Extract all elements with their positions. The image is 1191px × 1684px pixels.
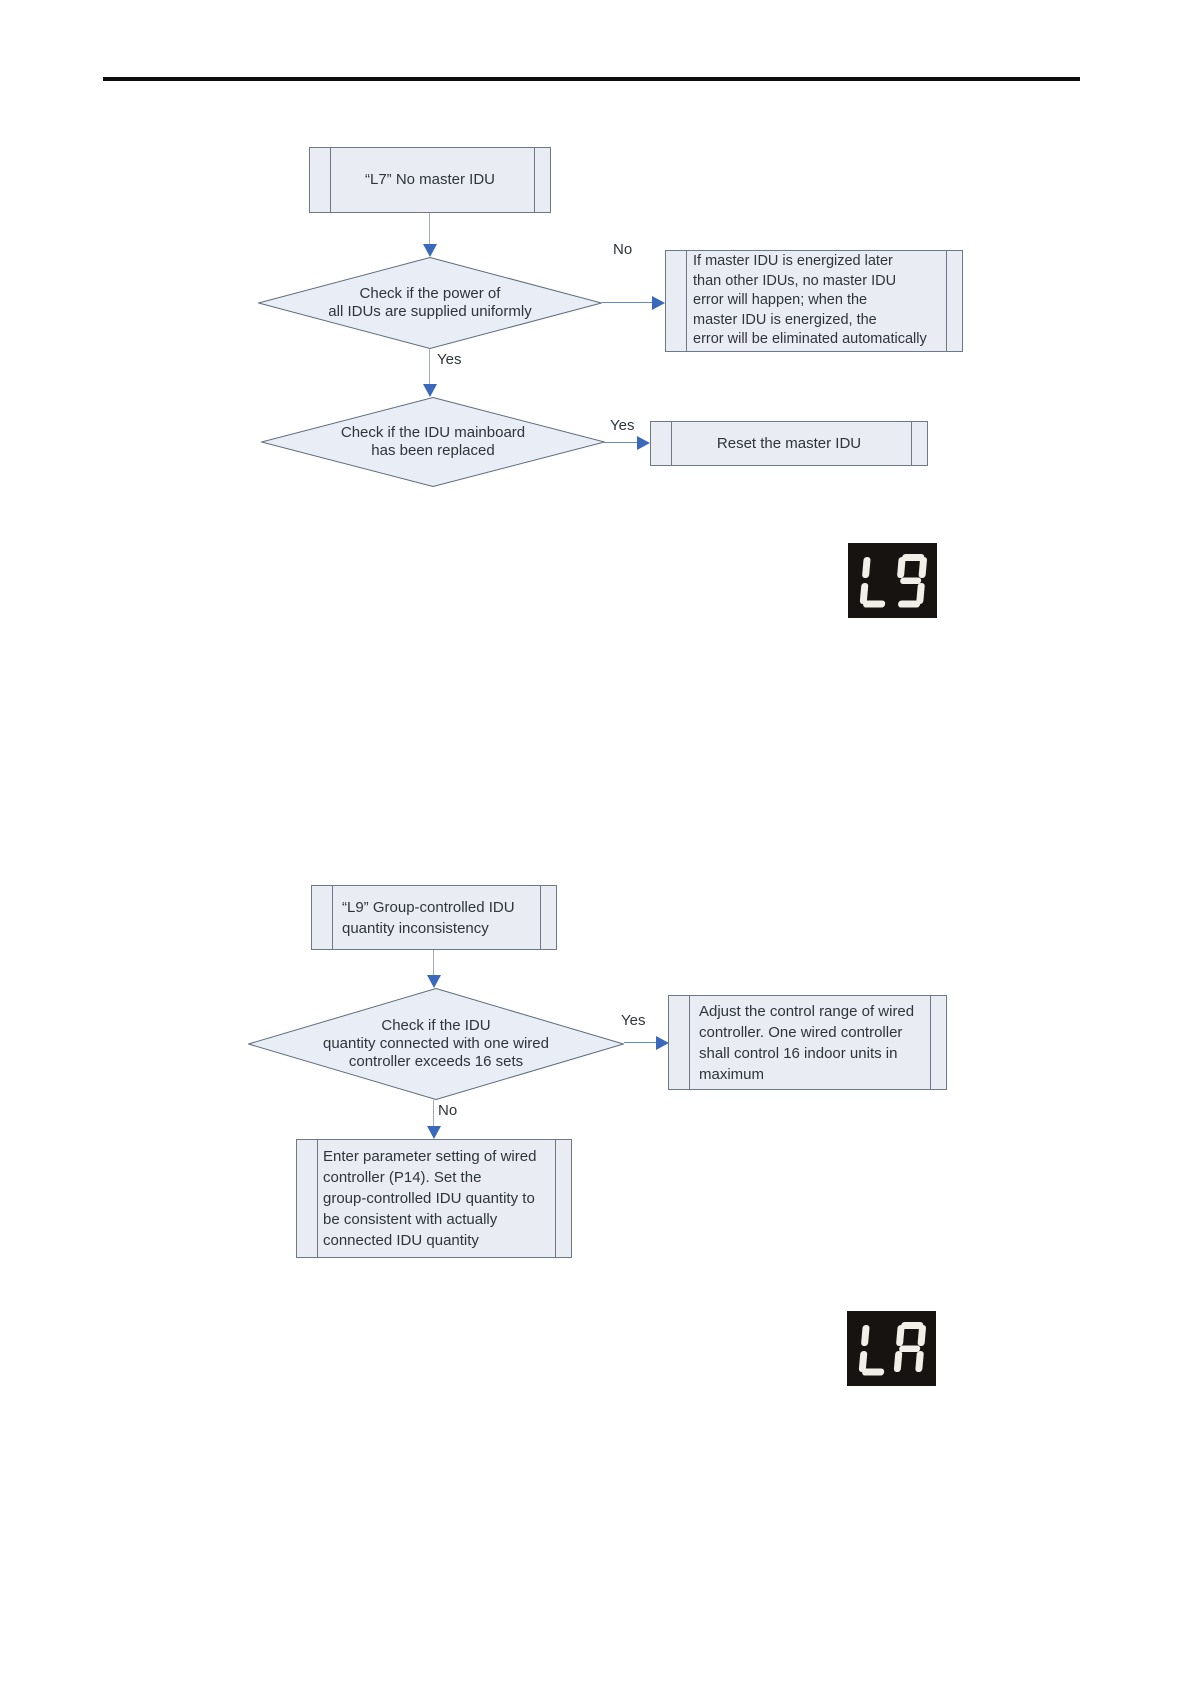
- connector-line: [433, 950, 434, 976]
- l9-title-box: “L9” Group-controlled IDU quantity incon…: [311, 885, 557, 950]
- l7-decision1-diamond: Check if the power of all IDUs are suppl…: [258, 257, 602, 349]
- l7-yes-result-box: Reset the master IDU: [650, 421, 928, 466]
- l9-no-result-text: Enter parameter setting of wired control…: [323, 1148, 537, 1249]
- label-no: No: [438, 1102, 458, 1119]
- side-bar: [930, 996, 931, 1089]
- connector-line: [624, 1042, 658, 1043]
- arrow-right-icon: [652, 296, 665, 310]
- side-bar: [534, 148, 535, 212]
- label-yes: Yes: [621, 1012, 646, 1029]
- arrow-down-icon: [427, 975, 441, 988]
- label-yes: Yes: [437, 351, 462, 368]
- side-bar: [946, 251, 947, 351]
- l7-title-text: “L7” No master IDU: [364, 171, 496, 189]
- side-bar: [911, 422, 912, 465]
- connector-line: [602, 302, 654, 303]
- arrow-down-icon: [427, 1126, 441, 1139]
- seven-segment-display-l9: [848, 543, 937, 618]
- l7-no-result-box: If master IDU is energized later than ot…: [665, 250, 963, 352]
- side-bar: [555, 1140, 556, 1257]
- side-bar: [689, 996, 690, 1089]
- label-no: No: [613, 241, 633, 258]
- arrow-down-icon: [423, 244, 437, 257]
- l7-no-result-text: If master IDU is energized later than ot…: [693, 253, 927, 348]
- label-yes: Yes: [610, 417, 635, 434]
- connector-line: [429, 213, 430, 245]
- side-bar: [686, 251, 687, 351]
- l7-yes-result-text: Reset the master IDU: [716, 434, 862, 452]
- side-bar: [332, 886, 333, 949]
- l9-title-text: “L9” Group-controlled IDU quantity incon…: [342, 898, 515, 937]
- l7-decision2-text: Check if the IDU mainboard has been repl…: [340, 424, 526, 459]
- l9-yes-result-text: Adjust the control range of wired contro…: [699, 1002, 915, 1083]
- arrow-right-icon: [637, 436, 650, 450]
- page-divider: [103, 77, 1080, 81]
- side-bar: [540, 886, 541, 949]
- l7-decision2-diamond: Check if the IDU mainboard has been repl…: [261, 397, 605, 487]
- connector-line: [604, 442, 639, 443]
- l9-decision-text: Check if the IDU quantity connected with…: [323, 1017, 549, 1070]
- seven-segment-display-la: [847, 1311, 936, 1386]
- connector-line: [429, 349, 430, 385]
- connector-line: [433, 1100, 434, 1127]
- arrow-right-icon: [656, 1036, 669, 1050]
- side-bar: [671, 422, 672, 465]
- l9-decision-diamond: Check if the IDU quantity connected with…: [248, 988, 624, 1100]
- side-bar: [330, 148, 331, 212]
- l9-yes-result-box: Adjust the control range of wired contro…: [668, 995, 947, 1090]
- arrow-down-icon: [423, 384, 437, 397]
- side-bar: [317, 1140, 318, 1257]
- l9-no-result-box: Enter parameter setting of wired control…: [296, 1139, 572, 1258]
- l7-decision1-text: Check if the power of all IDUs are suppl…: [328, 285, 532, 320]
- l7-title-box: “L7” No master IDU: [309, 147, 551, 213]
